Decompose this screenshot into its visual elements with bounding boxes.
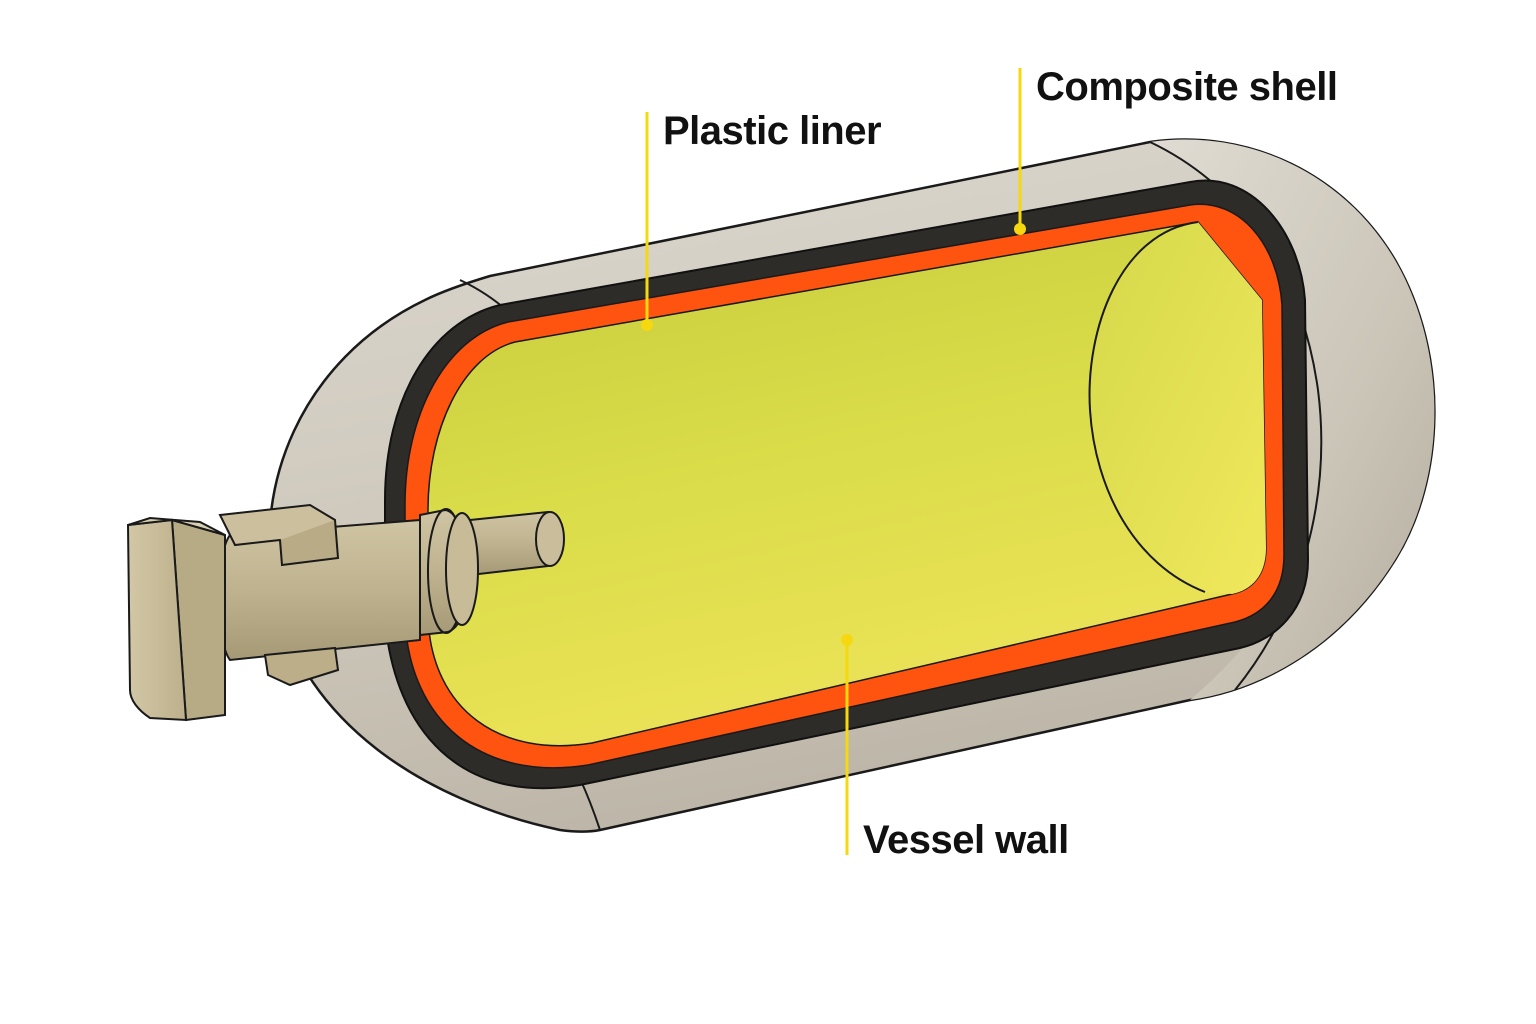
leader-dot-composite-shell	[1014, 223, 1026, 235]
interior-end-cap	[1089, 222, 1266, 594]
valve-assembly	[126, 503, 565, 722]
label-vessel-wall: Vessel wall	[863, 818, 1069, 862]
shell-right-dome	[1150, 139, 1435, 701]
label-plastic-liner: Plastic liner	[663, 109, 881, 153]
valve-end-plate-face	[126, 518, 188, 722]
valve-bottom-lug	[263, 646, 340, 687]
interior-end-cap-edge	[1088, 221, 1206, 593]
callout-composite-shell: Composite shell	[1014, 65, 1338, 235]
leader-dot-plastic-liner	[641, 319, 653, 331]
valve-stem-end	[535, 511, 565, 567]
callout-plastic-liner: Plastic liner	[641, 109, 882, 331]
callout-vessel-wall: Vessel wall	[841, 634, 1069, 862]
label-composite-shell: Composite shell	[1036, 65, 1337, 109]
valve-end-plate-top	[127, 516, 226, 536]
leader-dot-vessel-wall	[841, 634, 853, 646]
